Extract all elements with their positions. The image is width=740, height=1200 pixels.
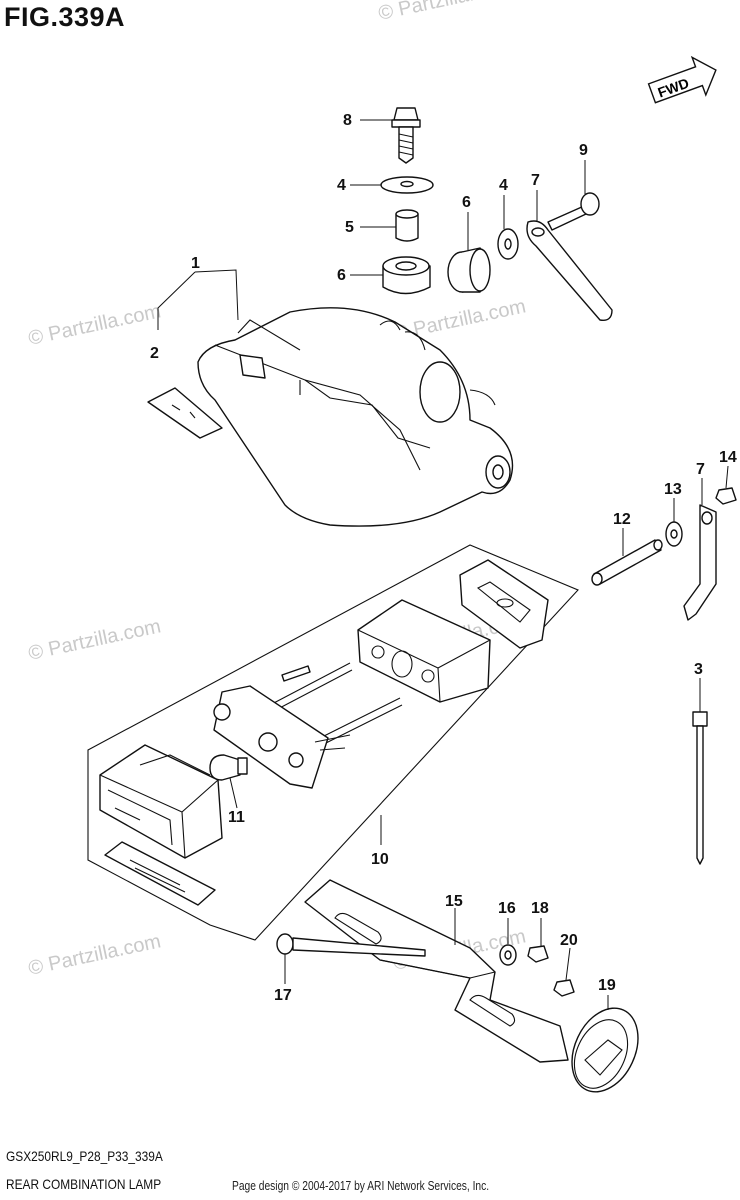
nut-part-18 — [527, 945, 549, 963]
nut-part-14 — [715, 487, 737, 505]
label-part-2 — [147, 387, 223, 439]
callouts: 1 2 3 4 4 5 6 6 7 7 8 9 10 11 12 13 14 1… — [150, 112, 737, 1004]
screw-part-9 — [547, 192, 600, 231]
pin-part-12 — [591, 539, 663, 586]
lamp-body-box — [357, 599, 491, 703]
bracket-part-7-lower — [683, 504, 717, 621]
callout-8: 8 — [343, 112, 352, 129]
callout-12: 12 — [613, 511, 631, 528]
watermark-text: © Partzilla.com — [26, 615, 162, 665]
model-code: GSX250RL9_P28_P33_339A — [6, 1148, 163, 1164]
cable-tie-part-3 — [692, 711, 708, 865]
collar-part-5 — [395, 209, 419, 242]
figure-title: FIG.339A — [4, 2, 126, 32]
callout-16: 16 — [498, 900, 516, 917]
callout-1: 1 — [191, 255, 200, 272]
bolt-part-17 — [276, 933, 426, 957]
callout-10: 10 — [371, 851, 389, 868]
callout-11: 11 — [228, 809, 245, 826]
washer-part-4-side — [497, 228, 519, 260]
watermark-text: © Partzilla.com — [26, 930, 162, 980]
washer-part-4 — [380, 176, 434, 194]
lamp-housing-part-1 — [197, 307, 514, 527]
watermark-text: © Partzilla.com — [376, 0, 512, 25]
washer-part-13 — [665, 521, 683, 547]
license-lens — [104, 841, 216, 906]
bracket-part-7 — [526, 220, 613, 321]
callout-2: 2 — [150, 345, 159, 362]
callout-13: 13 — [664, 481, 682, 498]
callout-6: 6 — [462, 194, 471, 211]
lamp-lens — [99, 744, 223, 859]
callout-3: 3 — [694, 661, 703, 678]
grommet-part-6-side — [447, 247, 491, 293]
fwd-arrow-icon: FWD — [647, 55, 717, 104]
callout-17: 17 — [274, 987, 292, 1004]
callout-4: 4 — [337, 177, 346, 194]
callout-5: 5 — [345, 219, 354, 236]
watermark-text: © Partzilla.com — [26, 300, 162, 350]
socket-board — [213, 685, 351, 789]
callout-19: 19 — [598, 977, 616, 994]
nut-part-20 — [553, 979, 575, 997]
callout-18: 18 — [531, 900, 549, 917]
washer-part-16 — [499, 944, 517, 966]
callout-7: 7 — [696, 461, 705, 478]
group-outline-part-10 — [87, 544, 579, 941]
grommet-part-6 — [382, 256, 431, 295]
bolt-part-8 — [391, 107, 421, 164]
reflector-part-19 — [571, 1007, 639, 1093]
callout-15: 15 — [445, 893, 463, 910]
reflector-plate — [459, 559, 549, 649]
part-group-name: REAR COMBINATION LAMP — [6, 1176, 162, 1192]
callout-4: 4 — [499, 177, 508, 194]
callout-9: 9 — [579, 142, 588, 159]
license-bracket-part-15 — [304, 879, 569, 1063]
callout-20: 20 — [560, 932, 578, 949]
bulb-part-11 — [209, 754, 248, 781]
leader-lines — [229, 119, 729, 1010]
callout-14: 14 — [719, 449, 737, 466]
copyright-credit: Page design © 2004-2017 by ARI Network S… — [232, 1179, 490, 1193]
callout-6: 6 — [337, 267, 346, 284]
callout-7: 7 — [531, 172, 540, 189]
